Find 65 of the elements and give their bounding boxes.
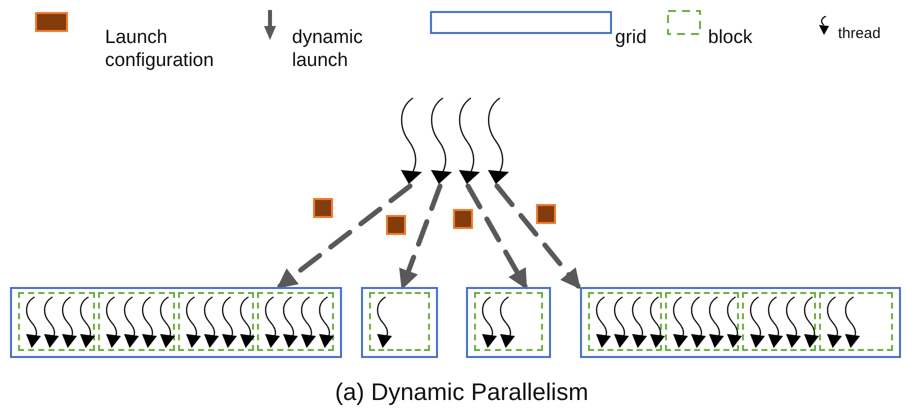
thread-icon	[630, 297, 647, 348]
thread-icon	[825, 297, 842, 348]
block-box	[98, 292, 174, 351]
block-box	[18, 292, 95, 351]
thread-icon	[184, 297, 200, 348]
legend-label: Launch configuration	[105, 26, 215, 72]
thread-icon	[784, 297, 801, 348]
legend-label: grid	[615, 26, 648, 49]
grid-box	[580, 287, 901, 358]
block-box	[819, 292, 893, 351]
thread-icon	[122, 297, 139, 348]
block-box	[178, 292, 254, 351]
thread-icon	[485, 98, 509, 184]
thread-icon	[725, 297, 742, 348]
thread-icon	[299, 297, 316, 348]
thread-icon	[281, 297, 298, 348]
thread-icon	[480, 297, 497, 348]
dynamic-launch-arrow	[276, 184, 412, 288]
thread-icon	[498, 297, 515, 348]
thread-icon	[398, 98, 422, 184]
thread-icon	[375, 297, 392, 348]
caption: (a) Dynamic Parallelism	[335, 378, 588, 408]
launch-configuration-square	[536, 204, 556, 224]
thread-icon	[671, 297, 688, 348]
thread-icon	[317, 297, 334, 348]
thread-icon	[594, 297, 611, 348]
thread-icon	[689, 297, 706, 348]
block-box	[665, 292, 739, 351]
thread-icon	[456, 98, 480, 184]
block-box	[257, 292, 334, 351]
dynamic-launch-arrow	[399, 184, 442, 290]
block-box	[474, 292, 543, 351]
launch-configuration-square	[386, 215, 406, 235]
legend-label: block	[708, 26, 754, 49]
thread-icon	[612, 297, 629, 348]
thread-icon	[843, 297, 860, 348]
launch-configuration-square	[313, 198, 333, 218]
dynamic-launch-arrow	[466, 184, 528, 290]
thread-icon	[802, 297, 819, 348]
thread-icon	[24, 297, 41, 348]
thread-icon	[263, 297, 280, 348]
thread-icon	[238, 297, 254, 348]
thread-icon	[104, 297, 121, 348]
launch-configuration-square	[453, 209, 473, 229]
thread-icon	[220, 297, 236, 348]
thread-icon	[766, 297, 783, 348]
thread-icon	[140, 297, 157, 348]
thread-icon	[60, 297, 77, 348]
thread-icon	[78, 297, 95, 348]
block-box	[369, 292, 430, 351]
grid-box	[361, 287, 438, 358]
grid-box	[10, 287, 342, 358]
block-box	[588, 292, 662, 351]
legend-label: dynamic launch	[292, 26, 364, 72]
grid-box	[466, 287, 551, 358]
thread-icon	[202, 297, 218, 348]
dynamic-launch-arrow	[494, 184, 581, 290]
legend-label: thread	[838, 24, 882, 44]
thread-icon	[707, 297, 724, 348]
thread-icon	[42, 297, 59, 348]
thread-icon	[648, 297, 665, 348]
thread-icon	[748, 297, 765, 348]
thread-icon	[158, 297, 175, 348]
block-box	[742, 292, 816, 351]
thread-icon	[428, 98, 452, 184]
